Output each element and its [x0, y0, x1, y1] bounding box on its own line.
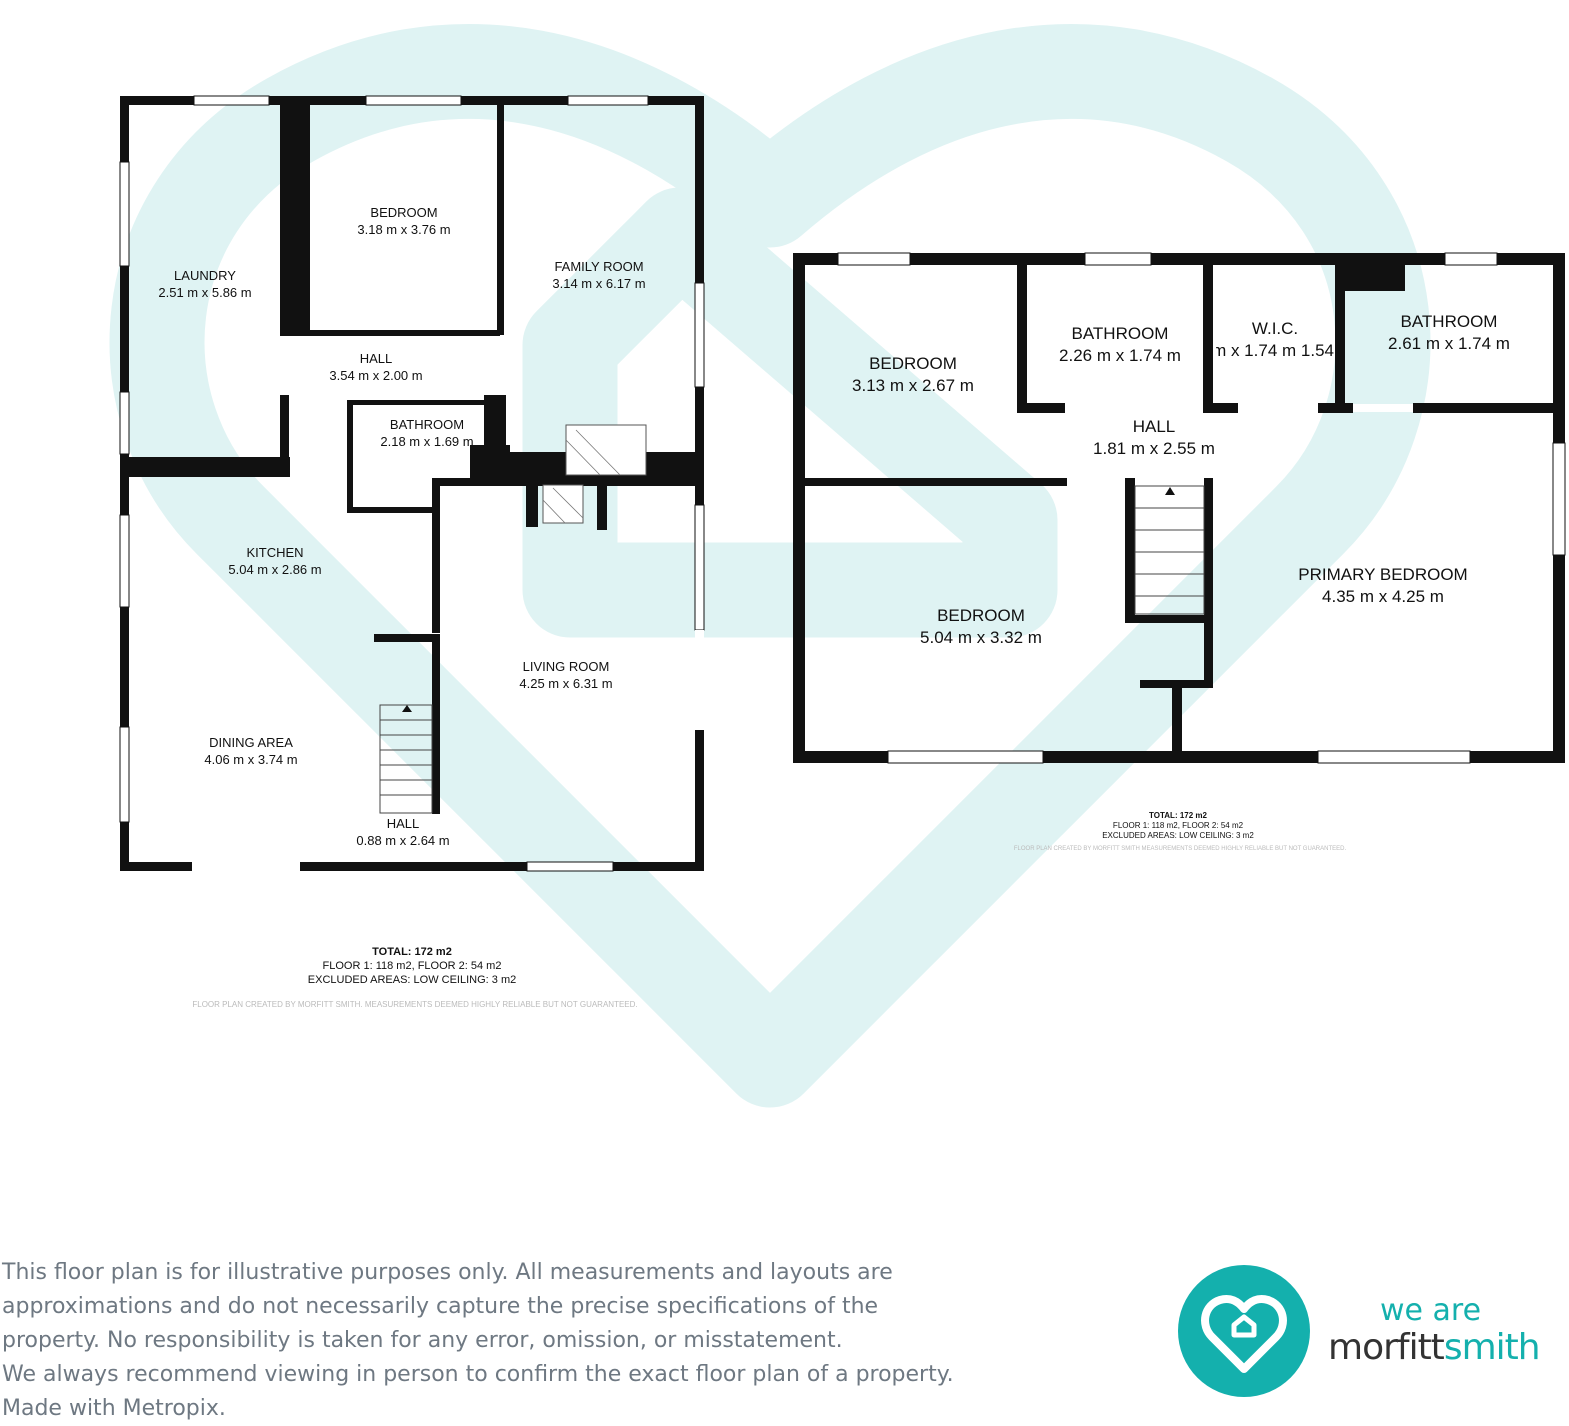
room-name: BEDROOM [370, 205, 438, 220]
room-hall-small: HALL 0.88 m x 2.64 m [356, 816, 449, 850]
room-dims: 3.14 m x 6.17 m [552, 275, 646, 291]
room-name: W.I.C. [1251, 319, 1299, 338]
disclaimer-line: We always recommend viewing in person to… [2, 1362, 954, 1387]
room-primary-bedroom: PRIMARY BEDROOM 4.35 m x 4.25 m [1298, 564, 1467, 608]
floor-1-credit: FLOOR PLAN CREATED BY MORFITT SMITH. MEA… [192, 1000, 638, 1009]
disclaimer-line: Made with Metropix. [2, 1396, 226, 1421]
room-dims: 4.06 m x 3.74 m [204, 751, 298, 767]
total-area: TOTAL: 172 m2 [372, 946, 452, 958]
room-dims: 3.13 m x 2.67 m [852, 376, 974, 396]
room-hall: HALL 1.81 m x 2.55 m [1093, 416, 1215, 460]
heart-house-logo-icon [1178, 1265, 1310, 1397]
room-bedroom: BEDROOM 3.18 m x 3.76 m [357, 205, 450, 239]
excluded-areas: EXCLUDED AREAS: LOW CEILING: 3 m2 [1102, 831, 1254, 840]
room-bedroom-b: BEDROOM 5.04 m x 3.32 m [920, 605, 1042, 649]
room-name: DINING AREA [209, 735, 293, 750]
disclaimer-line: This floor plan is for illustrative purp… [2, 1260, 893, 1285]
room-name: LIVING ROOM [522, 659, 610, 674]
floor-1-totals: TOTAL: 172 m2 FLOOR 1: 118 m2, FLOOR 2: … [308, 946, 516, 987]
room-name: FAMILY ROOM [554, 259, 644, 274]
disclaimer-line: approximations and do not necessarily ca… [2, 1294, 879, 1319]
room-hall: HALL 3.54 m x 2.00 m [329, 351, 422, 385]
brand-smith: smith [1443, 1327, 1541, 1368]
room-dims: 3.54 m x 2.00 m [329, 367, 423, 383]
room-dims: 1.54 m x 1.74 m [1216, 341, 1334, 361]
brand-wordmark: we are morfittsmith [1328, 1293, 1541, 1368]
brand-line-2: morfittsmith [1328, 1327, 1541, 1368]
room-name: BATHROOM [389, 417, 465, 432]
room-living-room: LIVING ROOM 4.25 m x 6.31 m [519, 659, 612, 693]
room-dims: 5.04 m x 2.86 m [228, 561, 322, 577]
room-bathroom: BATHROOM 2.18 m x 1.69 m [380, 417, 473, 451]
room-name: HALL [359, 351, 393, 366]
floor-2-credit: FLOOR PLAN CREATED BY MORFITT SMITH MEAS… [1013, 846, 1347, 852]
room-bathroom-b: BATHROOM 2.61 m x 1.74 m [1388, 311, 1510, 355]
room-dims: 2.61 m x 1.74 m [1388, 334, 1510, 354]
total-area: TOTAL: 172 m2 [1149, 811, 1207, 820]
room-dims: 2.51 m x 5.86 m [158, 284, 252, 300]
room-bedroom-a: BEDROOM 3.13 m x 2.67 m [852, 353, 974, 397]
disclaimer-line: property. No responsibility is taken for… [2, 1328, 843, 1353]
brand-morfitt: morfitt [1328, 1327, 1445, 1368]
room-dims: 0.88 m x 2.64 m [356, 832, 450, 848]
room-name: BATHROOM [1071, 324, 1169, 343]
room-dims: 5.04 m x 3.32 m [920, 628, 1042, 648]
room-name: BEDROOM [869, 354, 957, 373]
room-family-room: FAMILY ROOM 3.14 m x 6.17 m [552, 259, 645, 293]
floor-2-totals: TOTAL: 172 m2 FLOOR 1: 118 m2, FLOOR 2: … [1102, 811, 1254, 841]
room-kitchen: KITCHEN 5.04 m x 2.86 m [228, 545, 321, 579]
room-wic: W.I.C. 1.54 m x 1.74 m [1216, 318, 1334, 362]
room-name: PRIMARY BEDROOM [1298, 565, 1468, 584]
room-name: BEDROOM [937, 606, 1025, 625]
room-laundry: LAUNDRY 2.51 m x 5.86 m [158, 268, 251, 302]
room-dims: 2.18 m x 1.69 m [380, 433, 474, 449]
room-dining-area: DINING AREA 4.06 m x 3.74 m [204, 735, 297, 769]
room-name: BATHROOM [1400, 312, 1498, 331]
room-name: LAUNDRY [174, 268, 236, 283]
room-dims: 3.18 m x 3.76 m [357, 221, 451, 237]
excluded-areas: EXCLUDED AREAS: LOW CEILING: 3 m2 [307, 973, 517, 986]
room-bathroom-a: BATHROOM 2.26 m x 1.74 m [1059, 323, 1181, 367]
room-dims: 4.35 m x 4.25 m [1322, 587, 1444, 607]
floor-areas: FLOOR 1: 118 m2, FLOOR 2: 54 m2 [1112, 821, 1244, 830]
room-name: KITCHEN [246, 545, 304, 560]
room-dims: 2.26 m x 1.74 m [1059, 346, 1181, 366]
room-name: HALL [386, 816, 420, 831]
room-dims: 4.25 m x 6.31 m [519, 675, 613, 691]
brand-line-1: we are [1380, 1293, 1482, 1328]
floor-areas: FLOOR 1: 118 m2, FLOOR 2: 54 m2 [322, 959, 502, 972]
room-dims: 1.81 m x 2.55 m [1093, 439, 1215, 459]
room-name: HALL [1132, 417, 1176, 436]
disclaimer: This floor plan is for illustrative purp… [2, 1256, 1042, 1426]
